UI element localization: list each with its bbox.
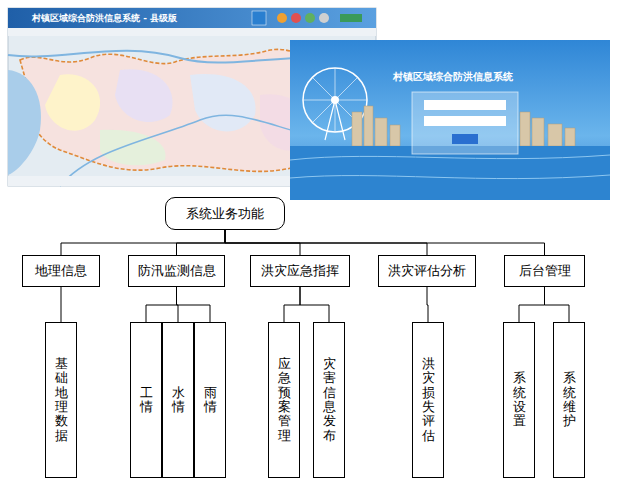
function-box: 雨情 — [194, 322, 226, 478]
tree-connector — [177, 287, 211, 322]
category-box: 洪灾评估分析 — [378, 255, 476, 287]
tree-connector — [427, 287, 428, 322]
box-text: 系统业务功能 — [186, 205, 264, 223]
box-text: 灾害信息发布 — [323, 357, 336, 443]
category-box: 洪灾应急指挥 — [250, 255, 350, 287]
function-box: 系统维护 — [553, 322, 585, 478]
function-box: 工情 — [130, 322, 162, 478]
login-title: 村镇区域综合防洪信息系统 — [393, 70, 513, 84]
tree-connector — [177, 230, 226, 255]
tree-connector — [146, 287, 177, 322]
function-box: 灾害信息发布 — [313, 322, 345, 478]
tree-connector — [225, 230, 545, 255]
tree-connector — [284, 287, 300, 322]
tree-connector — [545, 287, 570, 322]
function-box: 应急预案管理 — [268, 322, 300, 478]
category-box: 防汛监测信息 — [128, 255, 225, 287]
box-text: 地理信息 — [35, 262, 87, 280]
tree-connector — [300, 287, 329, 322]
tree-connector — [61, 230, 225, 255]
function-box: 基础地理数据 — [45, 322, 77, 478]
box-text: 水情 — [172, 386, 185, 415]
window-title: 村镇区域综合防洪信息系统 - 县级版 — [32, 12, 177, 25]
function-box: 洪灾损失评估 — [412, 322, 444, 478]
category-box: 地理信息 — [22, 255, 100, 287]
box-text: 系统维护 — [563, 371, 576, 428]
box-text: 基础地理数据 — [55, 357, 68, 443]
function-box: 系统设置 — [503, 322, 535, 478]
tree-connector — [519, 287, 545, 322]
box-text: 洪灾应急指挥 — [261, 262, 339, 280]
box-text: 雨情 — [204, 386, 217, 415]
box-text: 应急预案管理 — [278, 357, 291, 443]
category-box: 后台管理 — [504, 255, 585, 287]
root-box: 系统业务功能 — [165, 197, 285, 230]
function-box: 水情 — [162, 322, 194, 478]
box-text: 防汛监测信息 — [138, 262, 216, 280]
box-text: 系统设置 — [513, 371, 526, 428]
login-screenshot — [290, 40, 610, 200]
box-text: 后台管理 — [519, 262, 571, 280]
tree-connector — [61, 287, 62, 322]
box-text: 工情 — [140, 386, 153, 415]
box-text: 洪灾损失评估 — [422, 357, 435, 443]
box-text: 洪灾评估分析 — [388, 262, 466, 280]
